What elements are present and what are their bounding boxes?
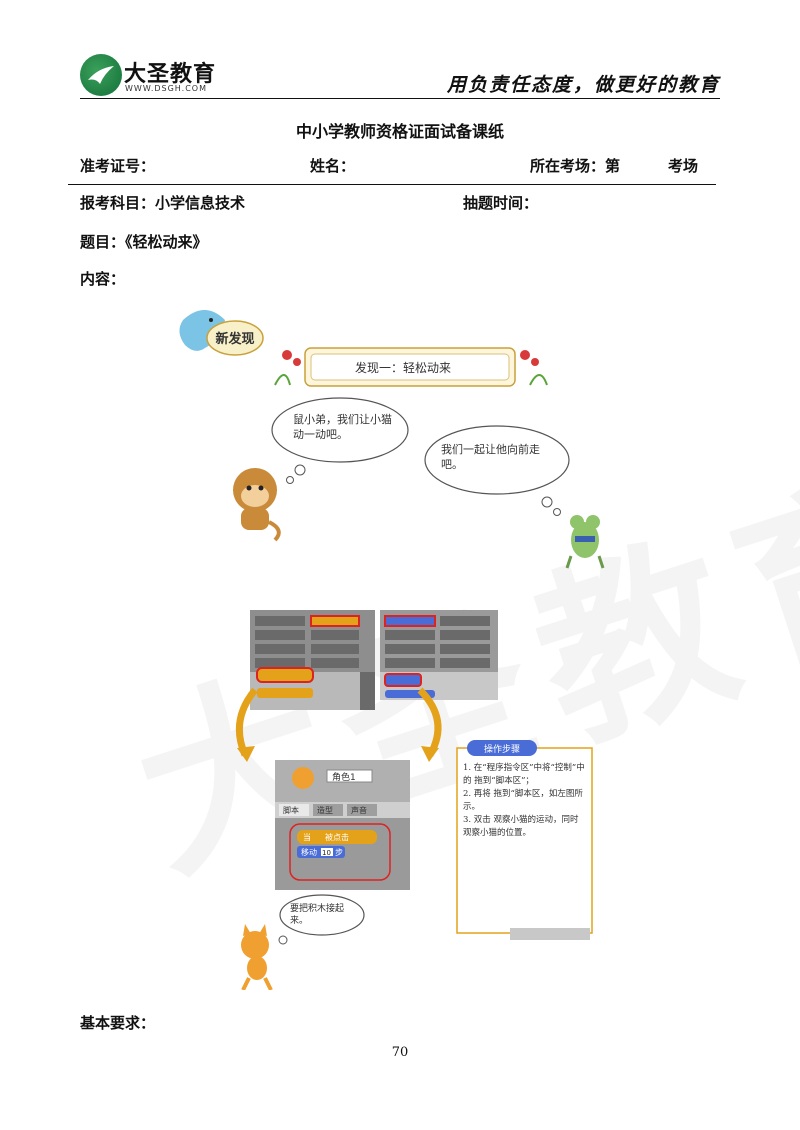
tab-script: 脚本 [283,805,299,815]
banner-text: 发现一：轻松动来 [355,360,451,375]
logo-text: 大圣教育 [124,62,217,87]
cat-icon [241,924,273,990]
steps-panel: 操作步骤 1. 在“程序指令区”中将“控制”中的 拖到“脚本区”； 2. 再将 … [456,740,593,940]
palette-screenshot-motion [380,610,498,700]
field-divider [68,184,716,185]
topic-label: 题目：《轻松动来》 [80,233,208,251]
palette-screenshot-control [250,610,375,710]
discovery-banner: 发现一：轻松动来 [274,347,548,387]
block-steps: 步 [335,848,343,857]
new-discovery-badge: 新发现 [206,320,264,356]
cat-speech-bubble: 要把积木接起来。 [278,894,365,945]
draw-time-label: 抽题时间： [463,194,539,212]
tab-costume: 造型 [317,805,333,815]
name-label: 姓名： [310,157,356,175]
step-1: 1. 在“程序指令区”中将“控制”中的 [463,763,585,786]
badge-text: 新发现 [215,331,254,347]
script-area-screenshot: 角色1 脚本 造型 声音 当 被点击 移动 10 步 [275,760,410,890]
steps-title: 操作步骤 [484,743,520,755]
mouse-icon [565,515,605,569]
monkey-speech-bubble: 鼠小弟，我们让小猫动一动吧。 [271,397,409,484]
header-divider [80,98,720,99]
mouse-speech-bubble: 我们一起让他向前走吧。 [424,425,570,516]
block-when-flag: 当 [303,832,311,842]
page-title: 中小学教师资格证面试备课纸 [295,122,504,141]
block-value: 10 [322,849,331,857]
step-3: 3. 双击 [463,815,491,825]
logo-icon [80,54,122,96]
monkey-icon [233,468,281,542]
block-clicked: 被点击 [325,832,349,842]
tab-sound: 声音 [351,805,367,815]
step-1b: 拖到“脚本区”； [474,776,534,786]
step-2: 2. 再将 [463,789,491,799]
subject-label: 报考科目：小学信息技术 [80,194,246,212]
exam-site-suffix: 考场 [668,157,699,175]
lesson-illustration: 新发现 发现一：轻松动来 鼠小弟，我们让小猫动一动吧。 我们一起让他向前走吧。 [179,310,605,990]
content-label: 内容： [80,270,126,288]
header-slogan: 用负责任态度，做更好的教育 [446,74,720,96]
step-2b: 拖到“脚本区，如左图所示。 [463,789,583,812]
logo-url: WWW.DSGH.COM [125,84,207,93]
sprite-name: 角色1 [332,771,356,783]
block-move: 移动 [301,847,317,857]
page-number: 70 [391,1045,409,1060]
requirements-label: 基本要求： [80,1014,156,1032]
exam-number-label: 准考证号： [80,157,156,175]
exam-site-label: 所在考场：第 [530,157,621,175]
step-3b: 观察小猫的运动，同时观察小猫的位置。 [463,815,579,838]
